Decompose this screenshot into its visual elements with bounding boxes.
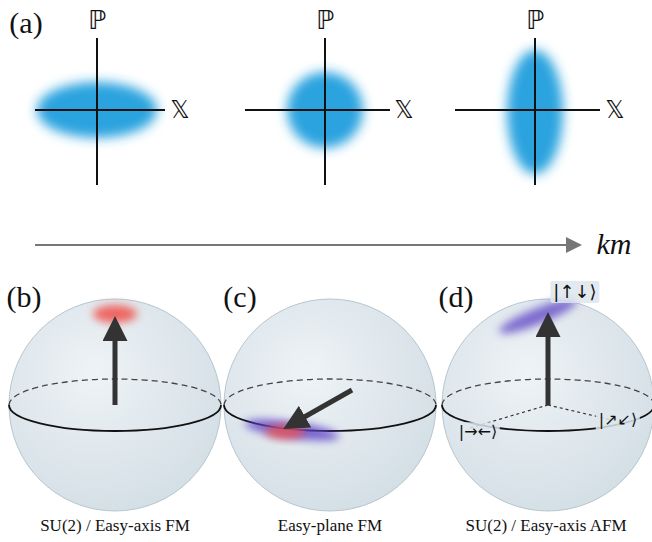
parameter-arrow [35, 244, 578, 246]
squeezed-state-plot [455, 38, 600, 185]
panel-label: (d) [439, 280, 474, 313]
axis-label: 𝕏 [394, 97, 413, 123]
squeezed-state-plot [35, 38, 165, 185]
bloch-sphere [224, 299, 436, 511]
axis-label: 𝕏 [605, 97, 624, 123]
axis-label: ℙ [88, 6, 106, 35]
coherent-state-plot [245, 38, 390, 185]
ket-label: |↑↓⟩ [550, 281, 599, 303]
panel-caption: SU(2) / Easy-axis FM [40, 517, 190, 536]
panel-label: (a) [9, 6, 42, 39]
panel-label: (c) [223, 280, 256, 313]
parameter-label: km [597, 227, 632, 260]
panel-caption: SU(2) / Easy-axis AFM [465, 517, 626, 536]
axis-label: ℙ [526, 6, 544, 35]
bloch-sphere [442, 293, 652, 511]
panel-caption: Easy-plane FM [278, 517, 382, 536]
axis-label: ℙ [316, 6, 334, 35]
panel-label: (b) [7, 280, 42, 313]
bloch-sphere [9, 299, 221, 511]
ket-label: |→←⟩ [456, 422, 500, 442]
ket-label: |↗↙⟩ [596, 410, 640, 430]
axis-label: 𝕏 [170, 97, 189, 123]
